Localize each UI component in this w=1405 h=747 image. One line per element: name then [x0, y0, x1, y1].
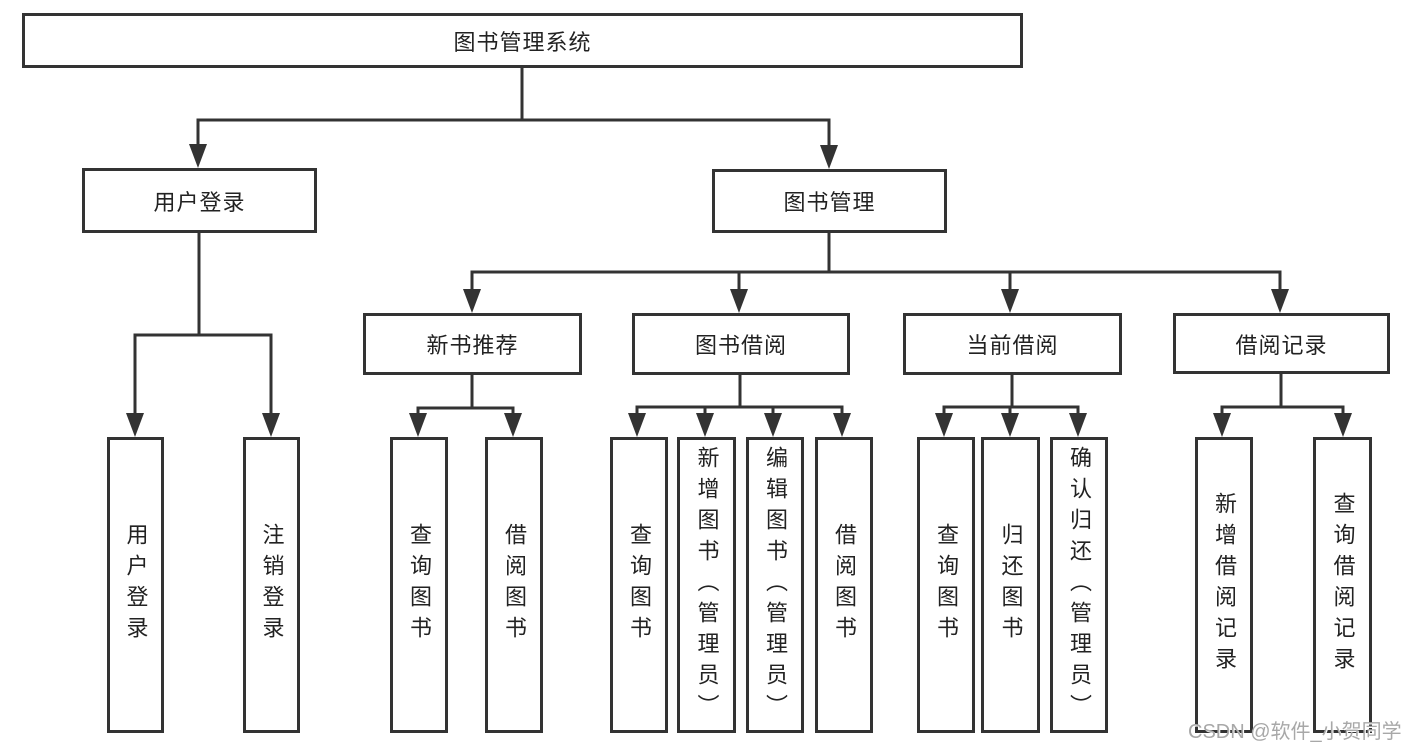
leaf-borrow-books-borrowing: 借阅图书	[815, 437, 873, 733]
leaf-query-books-recommend: 查询图书	[390, 437, 448, 733]
leaf-query-books-current: 查询图书	[917, 437, 975, 733]
node-user-login: 用户登录	[82, 168, 317, 233]
node-current-borrowing: 当前借阅	[903, 313, 1122, 375]
node-borrowing-records: 借阅记录	[1173, 313, 1390, 374]
leaf-return-books: 归还图书	[981, 437, 1040, 733]
node-book-borrowing: 图书借阅	[632, 313, 850, 375]
leaf-logout-login: 注销登录	[243, 437, 300, 733]
leaf-query-books-borrowing: 查询图书	[610, 437, 668, 733]
leaf-add-borrow-record: 新增借阅记录	[1195, 437, 1253, 733]
leaf-confirm-return-admin: 确认归还（管理员）	[1050, 437, 1108, 733]
node-new-book-recommend: 新书推荐	[363, 313, 582, 375]
arrowheads	[126, 144, 1352, 437]
node-book-management: 图书管理	[712, 169, 947, 233]
leaf-edit-books-admin: 编辑图书（管理员）	[746, 437, 804, 733]
csdn-watermark: CSDN @软件_小贺同学	[1188, 721, 1402, 743]
leaf-user-login: 用户登录	[107, 437, 164, 733]
leaf-borrow-books-recommend: 借阅图书	[485, 437, 543, 733]
node-library-management-system: 图书管理系统	[22, 13, 1023, 68]
leaf-query-borrow-record: 查询借阅记录	[1313, 437, 1372, 733]
leaf-add-books-admin: 新增图书（管理员）	[677, 437, 736, 733]
